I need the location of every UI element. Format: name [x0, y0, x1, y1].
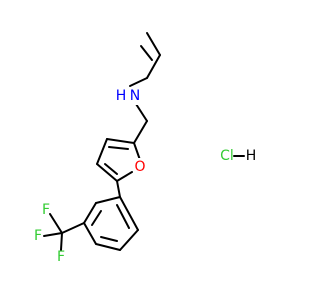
furan-double-bond-c4-c5-inner — [104, 163, 118, 175]
phenyl-double-bond-4-inner — [100, 236, 118, 242]
phenyl-bond-6 — [119, 196, 139, 231]
amine-hydrogen-label: H — [116, 88, 127, 104]
ch2-furan-bond — [133, 120, 148, 144]
vinyl-double-bond-inner — [140, 45, 153, 61]
cf-bond-bottom — [60, 232, 63, 251]
fluorine-bottom-label: F — [57, 249, 65, 265]
vinyl-double-bond-outer — [146, 32, 161, 56]
hydrochloride-hydrogen-label: H — [246, 148, 257, 164]
amine-nitrogen-label: N — [130, 88, 140, 104]
nh-label-background — [114, 87, 141, 105]
furan-bond-c3-c4 — [96, 138, 108, 165]
furan-oxygen-label: O — [134, 159, 145, 175]
furan-bond-c5-o — [116, 171, 133, 182]
chemical-structure: H N O F F F Cl H — [34, 32, 257, 265]
fluorine-top-label: F — [42, 202, 50, 218]
allyl-bond-ch2-n — [129, 77, 148, 87]
o-label-background — [133, 158, 147, 176]
hydrochloride-chlorine-label: Cl — [220, 148, 234, 164]
phenyl-bond-1 — [95, 196, 121, 204]
n-ch2-bond — [135, 103, 148, 122]
phenyl-bond-3 — [83, 222, 97, 245]
phenyl-double-bond-6-inner — [116, 204, 130, 229]
cf-bond-left — [43, 232, 63, 237]
allyl-bond-ch-ch2 — [146, 54, 161, 79]
cf-bond-top — [49, 213, 63, 234]
furan-bond-c2-c3 — [106, 138, 135, 144]
phenyl-double-bond-2-inner — [91, 210, 102, 226]
phenyl-bond-2 — [83, 202, 97, 224]
fluorine-left-label: F — [34, 228, 42, 244]
furan-double-bond-c2-c3-inner — [108, 146, 129, 150]
phenyl-bond-5 — [119, 229, 139, 251]
phenyl-cf3-bond — [61, 222, 85, 234]
furan-bond-c4-c5 — [96, 163, 118, 182]
furan-phenyl-bond — [116, 180, 121, 198]
phenyl-bond-4 — [95, 243, 121, 251]
furan-bond-o-c2 — [133, 142, 141, 161]
